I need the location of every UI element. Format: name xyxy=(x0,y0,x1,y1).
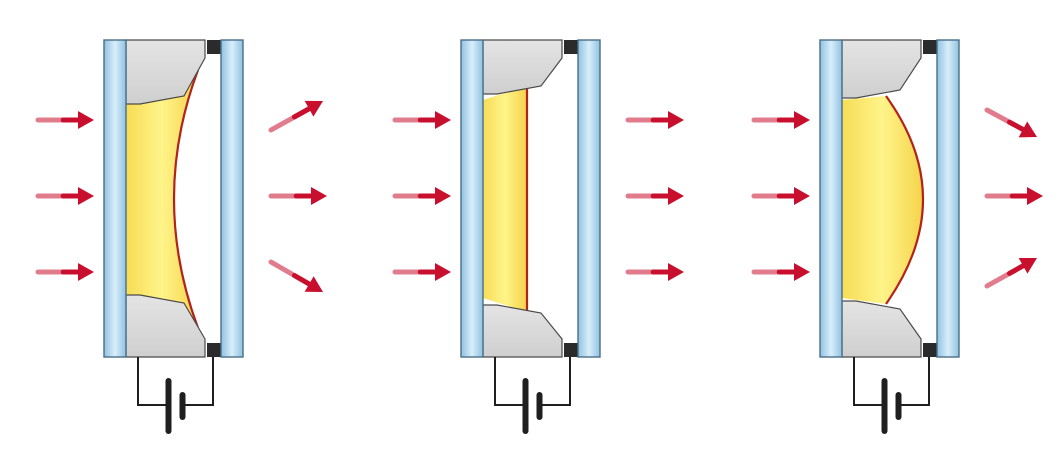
window-right xyxy=(220,39,244,358)
arrow-shaft-solid xyxy=(291,273,312,287)
wire-right xyxy=(183,357,214,406)
arrow-right-icon xyxy=(35,263,94,281)
arrow-right-icon xyxy=(392,263,451,281)
arrow-shaft-solid xyxy=(291,106,312,120)
arrow-head xyxy=(435,187,451,205)
arrow-right-icon xyxy=(35,111,94,129)
arrow-head xyxy=(668,263,684,281)
lens-unit-converging xyxy=(751,39,1043,434)
arrow-head xyxy=(794,263,810,281)
arrow-right-icon xyxy=(268,259,323,292)
arrow-head xyxy=(435,263,451,281)
arrow-right-icon xyxy=(392,187,451,205)
battery-icon xyxy=(522,378,543,434)
wire-right xyxy=(540,357,571,406)
arrow-right-icon xyxy=(392,111,451,129)
seal-top xyxy=(923,40,937,54)
arrow-right-icon xyxy=(35,187,94,205)
arrow-right-icon xyxy=(625,263,684,281)
battery-icon xyxy=(881,378,902,434)
arrow-right-icon xyxy=(625,187,684,205)
arrow-head xyxy=(304,276,323,292)
arrow-head xyxy=(794,111,810,129)
arrow-head xyxy=(78,187,94,205)
battery-plate-short xyxy=(895,392,902,420)
meniscus xyxy=(172,69,200,329)
seal-bottom xyxy=(207,343,221,357)
window-left xyxy=(103,39,127,358)
arrow-head xyxy=(435,111,451,129)
window-right xyxy=(936,39,960,358)
battery-plate-short xyxy=(536,392,543,420)
seal-bottom xyxy=(923,343,937,357)
seal-top xyxy=(564,40,578,54)
liquid xyxy=(483,86,527,312)
arrow-head xyxy=(1018,257,1037,274)
arrow-head xyxy=(78,111,94,129)
arrow-right-icon xyxy=(751,263,810,281)
arrow-right-icon xyxy=(984,257,1037,289)
lens-unit-diverging xyxy=(35,39,327,434)
meniscus xyxy=(885,95,925,305)
wire-left xyxy=(494,357,525,406)
battery-plate-long xyxy=(165,378,172,434)
arrow-shaft-solid xyxy=(1007,119,1026,132)
arrow-right-icon xyxy=(268,100,323,133)
arrow-shaft-solid xyxy=(1007,263,1026,276)
battery-plate-long xyxy=(881,378,888,434)
seal-bottom xyxy=(564,343,578,357)
arrow-right-icon xyxy=(751,187,810,205)
arrow-head xyxy=(78,263,94,281)
window-right xyxy=(577,39,601,358)
arrow-right-icon xyxy=(984,187,1043,205)
battery-icon xyxy=(165,378,186,434)
arrow-right-icon xyxy=(751,111,810,129)
arrow-right-icon xyxy=(984,107,1037,138)
arrow-right-icon xyxy=(268,187,327,205)
window-left xyxy=(460,39,484,358)
arrow-head xyxy=(668,187,684,205)
liquid xyxy=(842,96,923,304)
arrow-head xyxy=(794,187,810,205)
battery-plate-long xyxy=(522,378,529,434)
arrow-head xyxy=(1018,121,1037,138)
arrow-right-icon xyxy=(625,111,684,129)
wire-left xyxy=(137,357,168,406)
wire-right xyxy=(899,357,930,406)
wire-left xyxy=(853,357,884,406)
seal-top xyxy=(207,40,221,54)
arrow-head xyxy=(304,100,323,117)
battery-plate-short xyxy=(179,392,186,420)
window-left xyxy=(819,39,843,358)
arrow-head xyxy=(668,111,684,129)
lens-unit-flat xyxy=(392,39,684,434)
arrow-head xyxy=(311,187,327,205)
arrow-head xyxy=(1027,187,1043,205)
